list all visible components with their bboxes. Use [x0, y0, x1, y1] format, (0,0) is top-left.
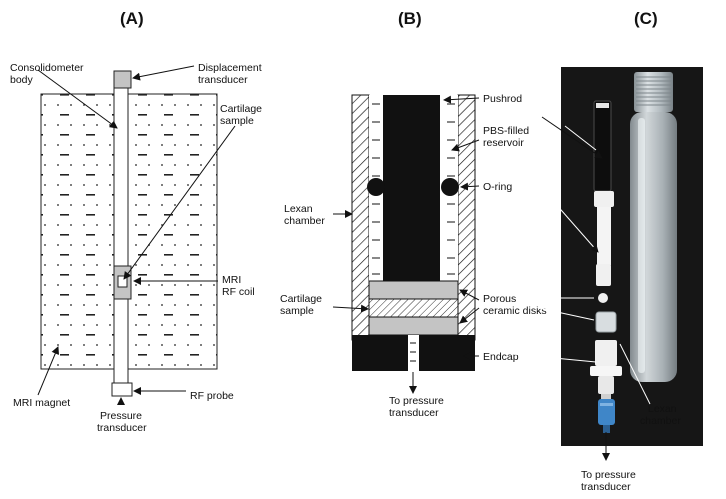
porous-leader-photo-2 [533, 306, 595, 321]
o-ring-leader-photo [539, 185, 599, 253]
reservoir-dashes [372, 103, 455, 275]
endcap-leader-photo [511, 353, 597, 363]
panel-c: Lexan chamber To pressure transducer [511, 67, 703, 493]
cartilage-sample-a [117, 275, 128, 288]
lexan-tube-photo [630, 72, 677, 382]
label-pressure-b: To pressure transducer [389, 395, 447, 419]
label-pressure-c: To pressure transducer [581, 469, 639, 493]
label-porous-disks: Porous ceramic disks [483, 293, 547, 317]
porous-disk-photo [598, 293, 608, 303]
label-lexan-c: Lexan chamber [640, 403, 681, 427]
porous-arrow-top [459, 289, 480, 301]
consolidometer-arrow [37, 69, 118, 129]
label-displacement-transducer: Displacement transducer [198, 62, 265, 86]
label-endcap: Endcap [483, 351, 519, 363]
label-pushrod: Pushrod [483, 93, 522, 105]
lexan-wall-right [457, 94, 476, 341]
panel-c-title: (C) [634, 9, 658, 28]
cartilage-sample-b [368, 298, 459, 318]
lexan-leader-photo [619, 343, 651, 405]
reservoir-arrow [451, 139, 480, 152]
porous-disk-top [368, 280, 459, 300]
porous-arrow-bottom [459, 307, 480, 324]
channel-dashes [410, 342, 416, 362]
endcap-left [352, 335, 408, 371]
porous-disk-bottom [368, 316, 459, 336]
label-cartilage-a: Cartilage sample [220, 103, 265, 127]
o-ring-photo [596, 264, 611, 286]
lexan-wall-left [351, 94, 370, 341]
pushrod-arrow [443, 95, 480, 104]
o-ring-right [441, 178, 459, 196]
panel-a: Consolidometer body Displacement transdu… [10, 62, 265, 434]
panel-b: Pushrod PBS-filled reservoir O-ring Lexa… [280, 93, 547, 419]
displacement-transducer [113, 70, 132, 89]
endcap-channel [408, 335, 419, 371]
cartilage-arrow-b [332, 304, 369, 313]
label-pressure-a: Pressure transducer [97, 410, 147, 434]
label-rf-probe: RF probe [190, 390, 234, 402]
label-consolidometer: Consolidometer body [10, 62, 86, 86]
pushrod-leader-photo-white [564, 125, 597, 151]
o-ring-arrow [460, 182, 480, 191]
pushrod-photo [593, 100, 614, 265]
displacement-arrow [132, 65, 195, 81]
endcap-right [419, 335, 475, 371]
cartilage-arrow-a [123, 125, 236, 280]
pushrod-leader-photo [541, 116, 603, 159]
panel-a-title: (A) [120, 9, 144, 28]
ceramic-disk-photo [595, 311, 617, 333]
label-mri-magnet: MRI magnet [13, 397, 70, 409]
label-o-ring: O-ring [483, 181, 512, 193]
pushrod [383, 95, 440, 281]
label-cartilage-b: Cartilage sample [280, 293, 325, 317]
panel-b-title: (B) [398, 9, 422, 28]
mri-magnet-body [40, 93, 218, 370]
blue-fitting-photo [598, 399, 615, 433]
label-pbs-reservoir: PBS-filled reservoir [483, 125, 532, 149]
mri-magnet-arrow [37, 346, 59, 396]
rf-probe [111, 382, 133, 397]
label-mri-rf-coil: MRI RF coil [222, 274, 255, 298]
o-ring-left [367, 178, 385, 196]
endcap-photo [590, 340, 622, 400]
consolidometer-bore [113, 87, 129, 385]
label-lexan-b: Lexan chamber [284, 203, 325, 227]
